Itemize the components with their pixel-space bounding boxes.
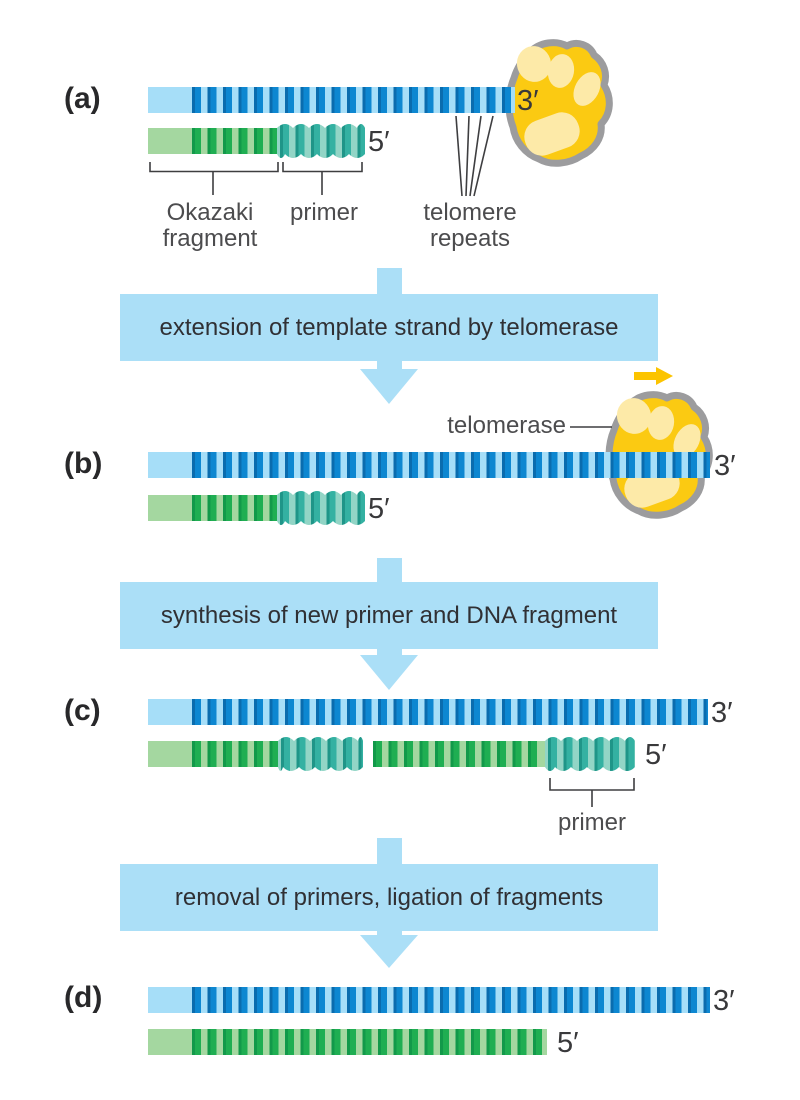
panel-letter-b: (b) xyxy=(64,447,103,480)
primer-label-c: primer xyxy=(557,809,626,836)
telomere-repeats-label: telomere repeats xyxy=(423,199,517,252)
primer-bracket-a xyxy=(282,162,363,195)
strand-b-lagging xyxy=(148,491,365,525)
telomerase-lobes xyxy=(516,46,601,156)
okazaki-fragment-label: Okazaki fragment xyxy=(162,199,258,252)
banner-step-2-label: synthesis of new primer and DNA fragment xyxy=(160,601,618,629)
prime-label-b-5: 5′ xyxy=(368,493,390,525)
panel-letter-a: (a) xyxy=(64,82,101,115)
prime-label-a-5: 5′ xyxy=(368,126,390,158)
banner-step-1: extension of template strand by telomera… xyxy=(120,294,658,361)
panel-letter-c: (c) xyxy=(64,694,101,727)
banner-step-2: synthesis of new primer and DNA fragment xyxy=(120,582,658,649)
banner-step-3-label: removal of primers, ligation of fragment… xyxy=(174,883,604,911)
strand-d-lagging xyxy=(148,1029,547,1055)
strand-b-template xyxy=(148,452,710,478)
prime-label-d-3: 3′ xyxy=(713,985,735,1017)
primer-bracket-c xyxy=(549,778,635,807)
prime-label-c-5: 5′ xyxy=(645,739,667,771)
strand-a-template xyxy=(148,87,515,113)
panel-letter-d: (d) xyxy=(64,981,103,1014)
telomerase-label: telomerase xyxy=(447,412,566,439)
strand-c-lagging xyxy=(148,737,635,771)
prime-label-b-3: 3′ xyxy=(714,450,736,482)
primer-label-a: primer xyxy=(289,199,358,226)
prime-label-d-5: 5′ xyxy=(557,1027,579,1059)
prime-label-c-3: 3′ xyxy=(711,697,733,729)
telomere-repeats-pointer-lines xyxy=(455,115,494,197)
banner-step-1-label: extension of template strand by telomera… xyxy=(159,313,619,341)
telomerase-direction-arrow xyxy=(634,367,673,385)
banner-step-3: removal of primers, ligation of fragment… xyxy=(120,864,658,931)
strand-c-template xyxy=(148,699,708,725)
okazaki-bracket xyxy=(149,162,279,195)
strand-a-lagging xyxy=(148,124,365,158)
prime-label-a-3: 3′ xyxy=(517,85,539,117)
strand-d-template xyxy=(148,987,710,1013)
